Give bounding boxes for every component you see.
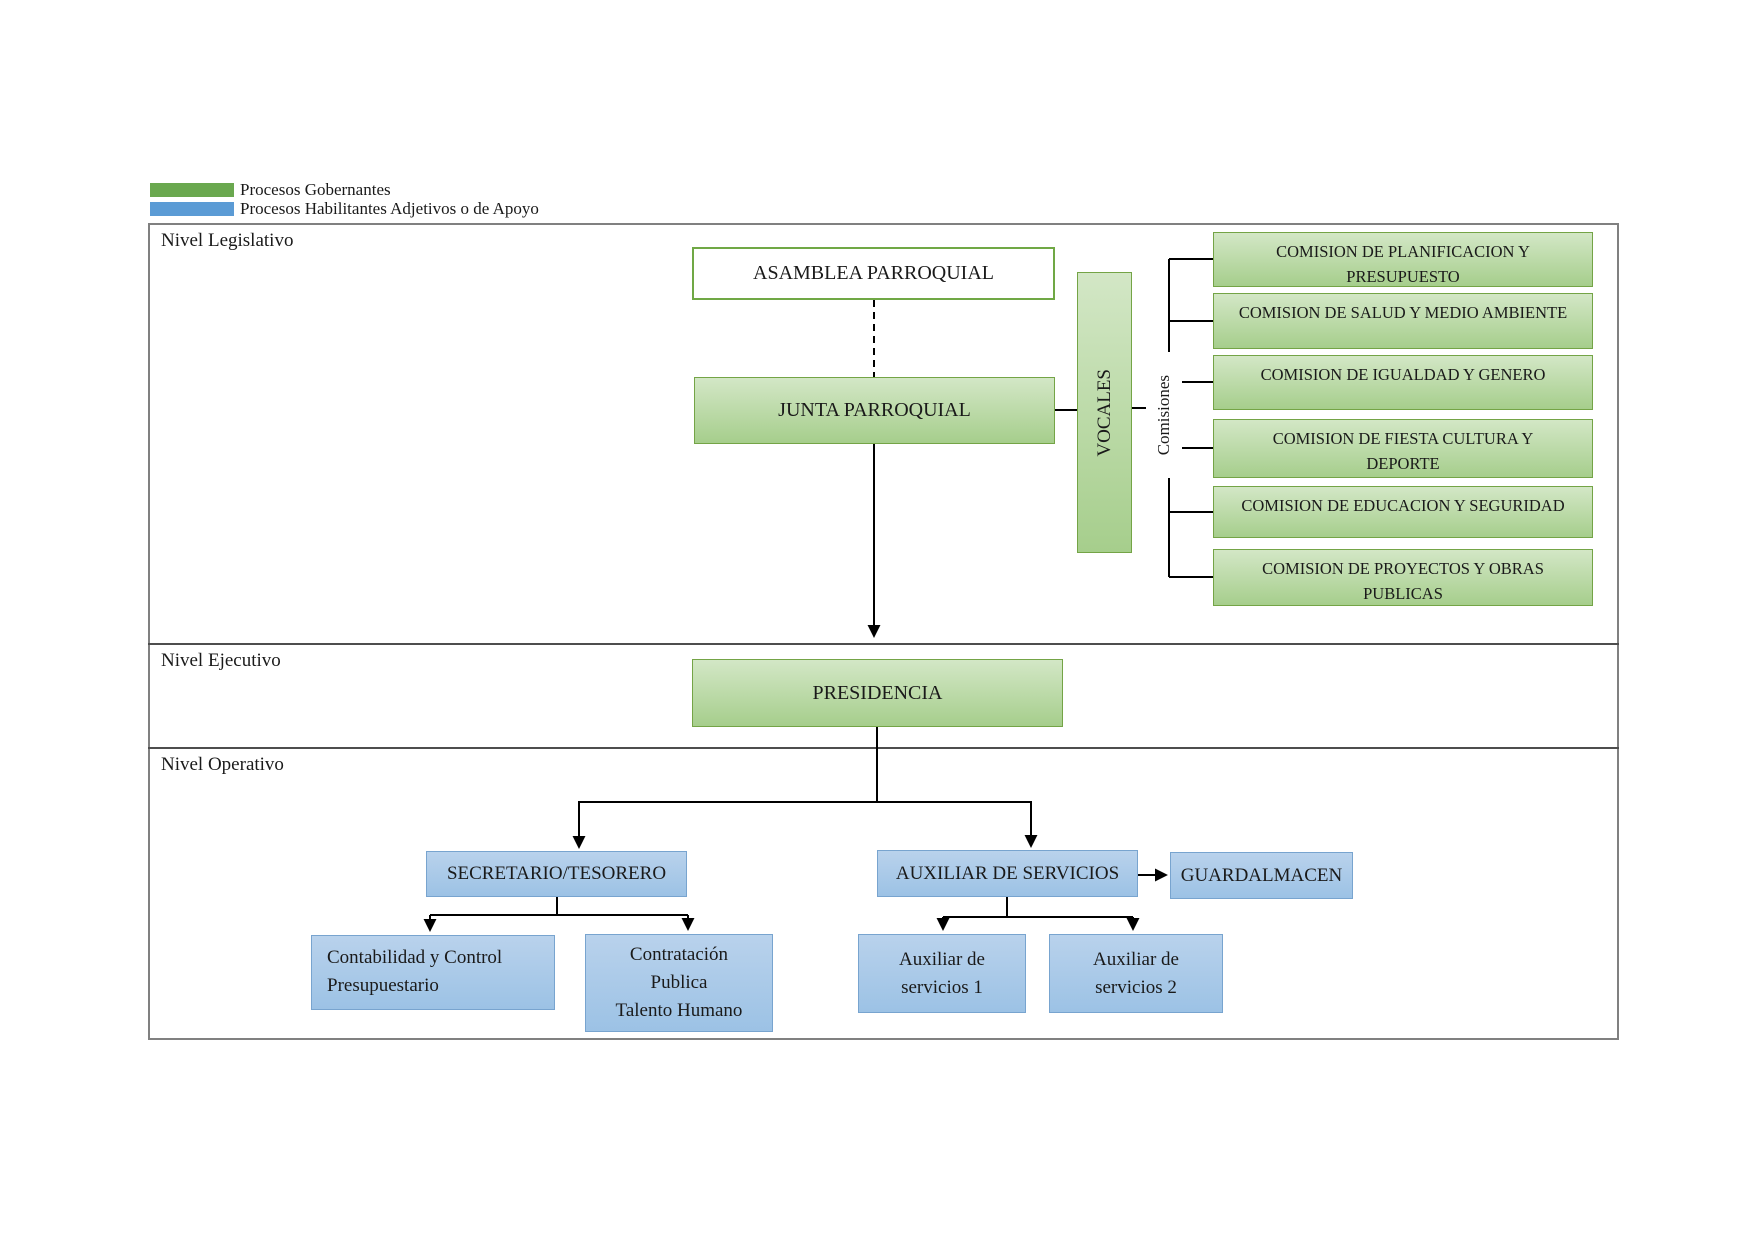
comision-educacion: COMISION DE EDUCACION Y SEGURIDAD: [1213, 486, 1593, 538]
node-contabilidad: Contabilidad y Control Presupuestario: [311, 935, 555, 1010]
node-auxiliar-de-servicios: AUXILIAR DE SERVICIOS: [877, 850, 1138, 897]
comision-salud: COMISION DE SALUD Y MEDIO AMBIENTE: [1213, 293, 1593, 349]
node-junta-parroquial: JUNTA PARROQUIAL: [694, 377, 1055, 444]
comision-planificacion: COMISION DE PLANIFICACION Y PRESUPUESTO: [1213, 232, 1593, 287]
node-presidencia-label: PRESIDENCIA: [812, 681, 943, 704]
node-presidencia: PRESIDENCIA: [692, 659, 1063, 727]
node-asamblea-label: ASAMBLEA PARROQUIAL: [753, 262, 994, 284]
comisiones-connector-label: Comisiones: [1146, 352, 1182, 478]
divider-ejecutivo: [148, 643, 1619, 645]
section-label-ejecutivo: Nivel Ejecutivo: [161, 650, 281, 671]
chart-frame: [148, 223, 1619, 1040]
node-contratacion: Contratación Publica Talento Humano: [585, 934, 773, 1032]
node-auxiliar-servicios-1: Auxiliar de servicios 1: [858, 934, 1026, 1013]
legend-label-gobernantes: Procesos Gobernantes: [240, 180, 391, 199]
legend-label-apoyo: Procesos Habilitantes Adjetivos o de Apo…: [240, 199, 539, 218]
section-label-legislativo: Nivel Legislativo: [161, 230, 294, 251]
divider-operativo: [148, 747, 1619, 749]
comision-igualdad: COMISION DE IGUALDAD Y GENERO: [1213, 355, 1593, 410]
node-vocales-label: VOCALES: [1093, 368, 1115, 457]
node-asamblea-parroquial: ASAMBLEA PARROQUIAL: [692, 247, 1055, 300]
node-junta-label: JUNTA PARROQUIAL: [778, 399, 971, 421]
node-secretario-tesorero: SECRETARIO/TESORERO: [426, 851, 687, 897]
node-vocales: VOCALES: [1077, 272, 1132, 553]
node-auxiliar-servicios-2: Auxiliar de servicios 2: [1049, 934, 1223, 1013]
legend-swatch-apoyo: [150, 202, 234, 216]
comision-proyectos: COMISION DE PROYECTOS Y OBRAS PUBLICAS: [1213, 549, 1593, 606]
section-label-operativo: Nivel Operativo: [161, 754, 284, 775]
node-guardalmacen: GUARDALMACEN: [1170, 852, 1353, 899]
comision-fiesta: COMISION DE FIESTA CULTURA Y DEPORTE: [1213, 419, 1593, 478]
legend-swatch-gobernantes: [150, 183, 234, 197]
